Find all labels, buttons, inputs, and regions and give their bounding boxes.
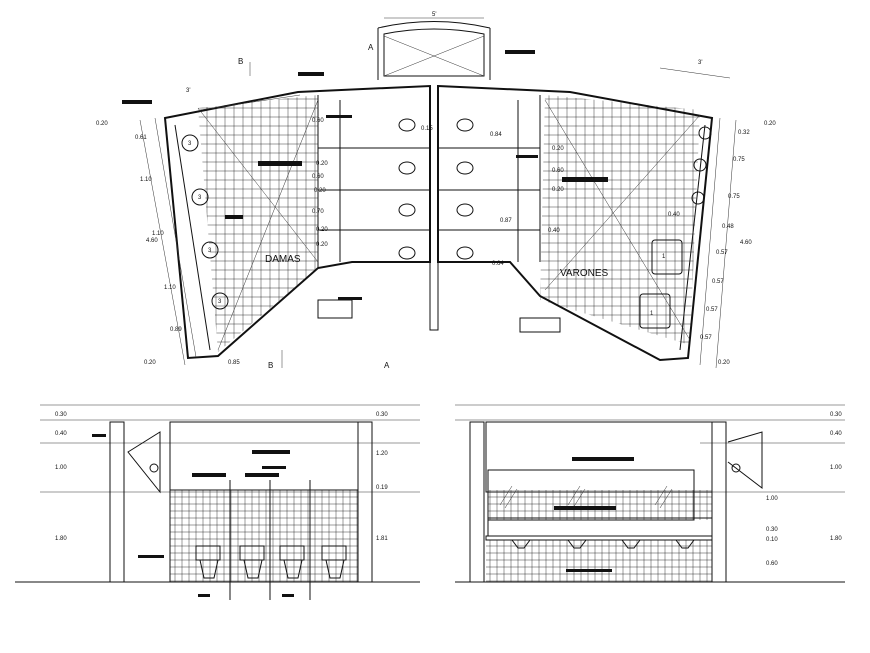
dim-label: 0.30 [55, 412, 67, 418]
dim-label: 0.40 [55, 431, 67, 437]
left-top-dim: 3' [186, 88, 190, 94]
dim-label: 0.60 [312, 118, 324, 124]
room-label-varones: VARONES [560, 268, 608, 279]
entry-block: 5' [377, 12, 535, 80]
dim-label: 0.57 [706, 307, 718, 313]
sink-label: 3 [198, 195, 202, 201]
sink-label: 3 [218, 299, 222, 305]
right-total-dim: 4.60 [740, 240, 752, 246]
dim-label: 0.30 [376, 412, 388, 418]
bottom-left-dim: 0.85 [228, 360, 240, 366]
left-wing: 3 3 3 3 4.60 0.20 0.61 1.10 1.10 1.10 0.… [96, 72, 431, 366]
stall-dims: 0.60 0.15 0.20 0.60 0.20 0.70 0.20 0.20 … [312, 118, 680, 267]
dim-label: 0.30 [830, 412, 842, 418]
dim-label: 0.40 [668, 212, 680, 218]
dim-label: 0.70 [312, 209, 324, 215]
dim-label: 0.20 [316, 161, 328, 167]
dim-label: 1.10 [152, 231, 164, 237]
dim-label: 0.57 [700, 335, 712, 341]
dim-label: 0.20 [718, 360, 730, 366]
dim-label: 1.00 [830, 465, 842, 471]
dim-label: 0.20 [144, 360, 156, 366]
dim-label: 0.20 [552, 187, 564, 193]
dim-label: 0.61 [135, 135, 147, 141]
section-marker-a: A [368, 43, 374, 52]
dim-label: 0.57 [716, 250, 728, 256]
dim-label: 1.81 [376, 536, 388, 542]
dim-label: 0.57 [712, 279, 724, 285]
section-marker-a: A [384, 361, 390, 370]
sink-label: 3 [188, 141, 192, 147]
dim-label: 0.30 [766, 527, 778, 533]
dim-label: 0.48 [722, 224, 734, 230]
dim-label: 0.20 [314, 188, 326, 194]
dim-label: 1.00 [766, 496, 778, 502]
dim-label: 0.60 [312, 174, 324, 180]
section-marker-b: B [238, 57, 243, 66]
dim-label: 0.60 [552, 168, 564, 174]
dim-label: 1.10 [140, 177, 152, 183]
dim-label: 0.20 [96, 121, 108, 127]
dim-label: 0.75 [733, 157, 745, 163]
dim-label: 0.32 [738, 130, 750, 136]
dim-label: 1.00 [55, 465, 67, 471]
dim-label: 1.80 [830, 536, 842, 542]
dim-label: 0.75 [728, 194, 740, 200]
dim-label: 0.19 [376, 485, 388, 491]
dim-label: 0.64 [492, 261, 504, 267]
dim-label: 0.84 [490, 132, 502, 138]
dim-label: 0.10 [766, 537, 778, 543]
dim-label: 1.10 [164, 285, 176, 291]
dim-label: 1.80 [55, 536, 67, 542]
sink-label: 1 [662, 254, 666, 260]
sink-label: 1 [650, 311, 654, 317]
dim-label: 0.15 [421, 126, 433, 132]
section-marker-b: B [268, 361, 273, 370]
elevation-right: 0.30 0.40 1.00 1.80 1.00 0.30 0.10 0.60 [455, 404, 845, 583]
central-shaft [429, 262, 439, 331]
dim-label: 0.40 [830, 431, 842, 437]
floor-plan: 5' 3 3 3 3 [96, 12, 776, 370]
dim-label: 0.20 [316, 242, 328, 248]
section-markers: A A B B [238, 43, 390, 370]
dim-label: 0.20 [764, 121, 776, 127]
dim-label: 0.60 [766, 561, 778, 567]
dim-label: 0.20 [316, 227, 328, 233]
dim-label: 0.20 [552, 146, 564, 152]
left-total-dim: 4.60 [146, 238, 158, 244]
dim-label: 1.20 [376, 451, 388, 457]
room-label-damas: DAMAS [265, 254, 301, 265]
dim-label: 0.40 [548, 228, 560, 234]
right-top-dim: 3' [698, 60, 702, 66]
dim-label: 0.87 [500, 218, 512, 224]
dim-label: 0.89 [170, 327, 182, 333]
toilets-elevation [195, 545, 347, 579]
sink-label: 3 [208, 248, 212, 254]
right-wing: 1 1 4.60 0.20 0.32 0.75 0.75 0.48 0.57 0… [437, 60, 776, 369]
elevation-left: 0.30 0.40 1.00 1.80 0.30 1.20 0.19 1.81 [15, 404, 420, 600]
top-width-dim: 5' [432, 12, 436, 18]
